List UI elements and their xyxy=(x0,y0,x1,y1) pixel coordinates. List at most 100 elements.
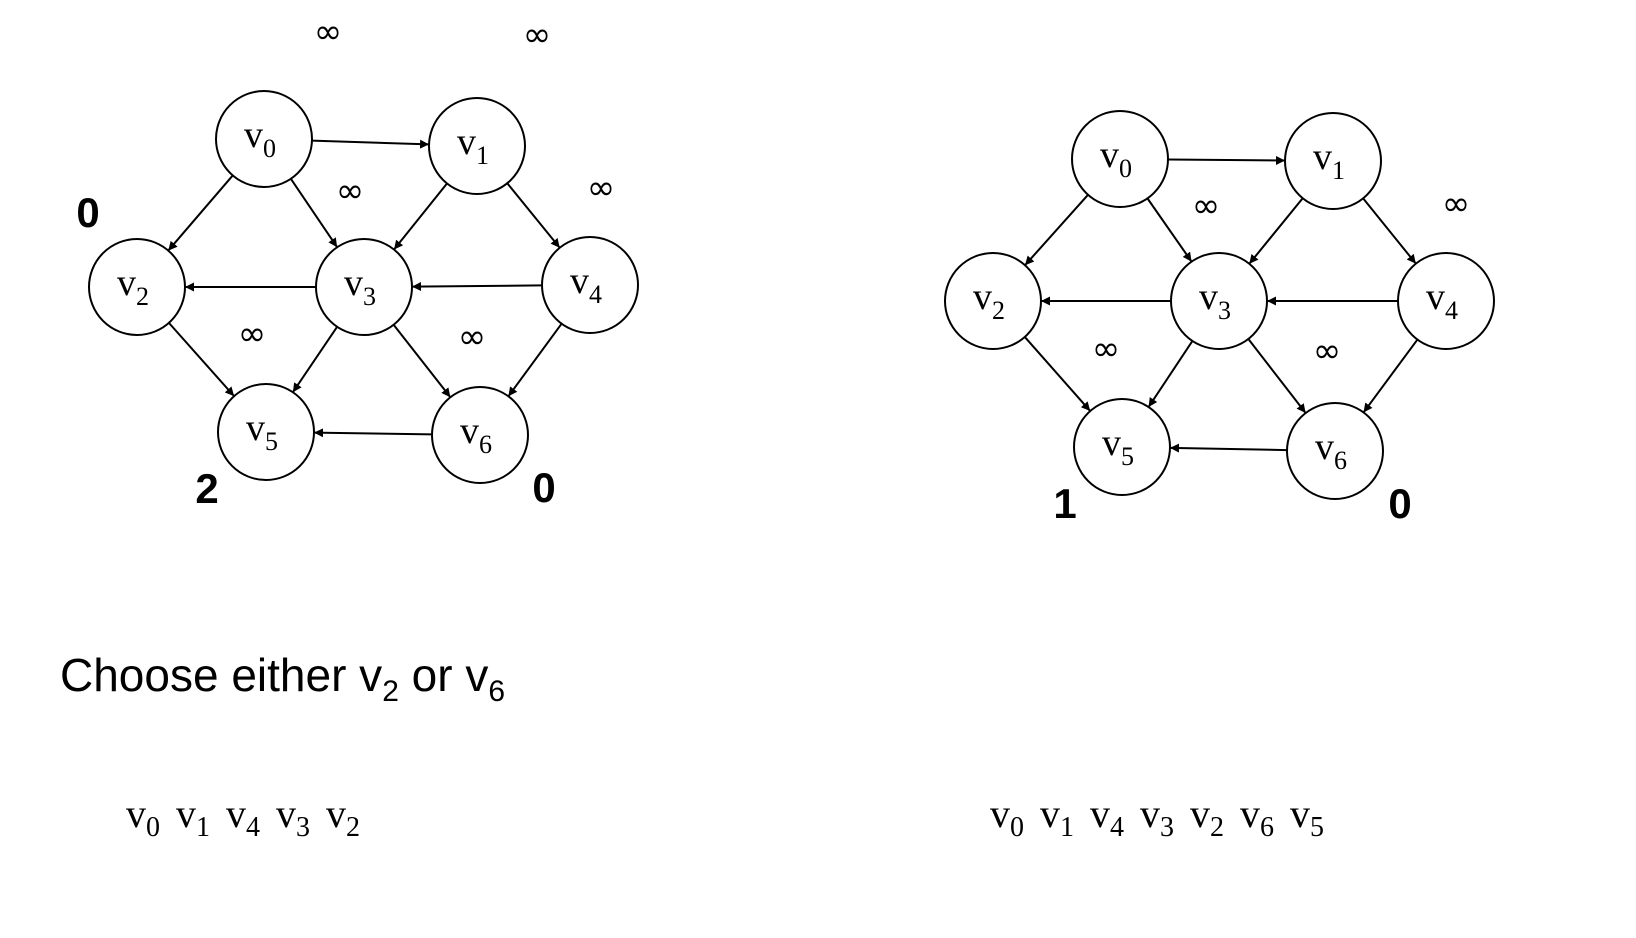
edge-v1-v4 xyxy=(506,182,561,249)
node-circle xyxy=(1286,402,1384,500)
node-circle xyxy=(1170,252,1268,350)
count-label: 1 xyxy=(1053,480,1076,527)
edge-v0-v1 xyxy=(1167,155,1286,165)
node-circle xyxy=(541,236,639,334)
sequence-item: v4 xyxy=(226,791,260,843)
node-v4: v4 xyxy=(541,236,639,334)
sequence-item: v0 xyxy=(990,791,1024,843)
sequence-item: v3 xyxy=(276,791,310,843)
node-label: v5 xyxy=(246,407,278,456)
node-v6: v6 xyxy=(431,386,529,484)
node-v4: v4 xyxy=(1397,252,1495,350)
node-circle xyxy=(215,90,313,188)
sequence-item: v0 xyxy=(126,791,160,843)
sequence-right: v0 v1 v4 v3 v2 v6 v5 xyxy=(990,790,1340,844)
node-label: v3 xyxy=(344,262,376,311)
edge-v6-v5 xyxy=(313,428,433,438)
node-v5: v5 xyxy=(1073,398,1171,496)
edge-v3-v5 xyxy=(292,326,338,393)
node-circle xyxy=(88,238,186,336)
instruction-caption: Choose either v2 or v6 xyxy=(60,648,505,709)
infinity-label: ∞ xyxy=(587,168,615,208)
node-circle xyxy=(1073,398,1171,496)
infinity-label: ∞ xyxy=(1313,331,1341,371)
caption-subscript-1: 2 xyxy=(382,675,399,709)
edge-v0-v2 xyxy=(1024,194,1089,266)
graph-left: v0 v1 v2 v3 v4 v5 v6 ∞ ∞ ∞ ∞ ∞ ∞ 0 2 0 xyxy=(76,12,639,512)
graph-right: v0 v1 v2 v3 v4 v5 v6 ∞ ∞ ∞ ∞ 1 0 xyxy=(944,110,1495,527)
infinity-label: ∞ xyxy=(238,314,266,354)
node-circle xyxy=(428,97,526,195)
edge-v4-v6 xyxy=(1362,338,1419,414)
node-circle xyxy=(217,383,315,481)
node-v3: v3 xyxy=(1170,252,1268,350)
node-label: v4 xyxy=(570,260,602,309)
node-circle xyxy=(944,252,1042,350)
edge-v3-v5 xyxy=(1147,340,1194,408)
edge-v3-v6 xyxy=(1247,338,1307,414)
infinity-label: ∞ xyxy=(458,317,486,357)
count-label: 2 xyxy=(195,465,218,512)
infinity-label: ∞ xyxy=(314,12,342,52)
node-label: v3 xyxy=(1199,276,1231,325)
node-v2: v2 xyxy=(944,252,1042,350)
edge-v1-v3 xyxy=(393,182,448,251)
node-label: v5 xyxy=(1102,422,1134,471)
infinity-label: ∞ xyxy=(1192,186,1220,226)
node-circle xyxy=(1071,110,1169,208)
node-v5: v5 xyxy=(217,383,315,481)
infinity-label: ∞ xyxy=(1092,329,1120,369)
infinity-label: ∞ xyxy=(1442,184,1470,224)
node-v1: v1 xyxy=(428,97,526,195)
count-label: 0 xyxy=(532,464,555,511)
infinity-label: ∞ xyxy=(523,15,551,55)
edge-v1-v4 xyxy=(1362,197,1417,265)
node-label: v4 xyxy=(1426,276,1458,325)
edge-v0-v1 xyxy=(311,139,430,149)
caption-text: Choose either v xyxy=(60,649,383,701)
edge-v2-v5 xyxy=(168,322,235,397)
edge-v4-v6 xyxy=(507,323,563,397)
node-circle xyxy=(1397,252,1495,350)
edge-v0-v2 xyxy=(167,174,234,252)
sequence-item: v5 xyxy=(1290,791,1324,843)
count-label: 0 xyxy=(1388,480,1411,527)
node-label: v1 xyxy=(457,121,489,170)
count-label: 0 xyxy=(76,189,99,236)
sequence-item: v1 xyxy=(1040,791,1074,843)
edge-v1-v3 xyxy=(1248,197,1304,265)
node-v3: v3 xyxy=(315,238,413,336)
node-circle xyxy=(1284,112,1382,210)
node-label: v2 xyxy=(973,276,1005,325)
sequence-item: v2 xyxy=(1190,791,1224,843)
node-v0: v0 xyxy=(1071,110,1169,208)
sequence-item: v3 xyxy=(1140,791,1174,843)
node-v6: v6 xyxy=(1286,402,1384,500)
node-circle xyxy=(315,238,413,336)
edge-v0-v3 xyxy=(290,178,338,248)
caption-subscript-2: 6 xyxy=(488,675,506,709)
node-label: v0 xyxy=(244,114,276,163)
edge-v2-v5 xyxy=(1024,336,1091,412)
edge-v6-v5 xyxy=(1169,443,1288,453)
node-v0: v0 xyxy=(215,90,313,188)
node-v1: v1 xyxy=(1284,112,1382,210)
edge-v4-v3 xyxy=(411,281,543,291)
node-v2: v2 xyxy=(88,238,186,336)
node-label: v2 xyxy=(117,262,149,311)
sequence-item: v2 xyxy=(326,791,360,843)
node-label: v1 xyxy=(1313,136,1345,185)
node-label: v0 xyxy=(1100,134,1132,183)
node-label: v6 xyxy=(1315,426,1347,475)
edge-v3-v6 xyxy=(392,324,452,398)
sequence-item: v4 xyxy=(1090,791,1124,843)
infinity-label: ∞ xyxy=(336,171,364,211)
edge-v0-v3 xyxy=(1146,197,1193,263)
caption-mid: or v xyxy=(398,649,489,701)
node-label: v6 xyxy=(460,410,492,459)
sequence-left: v0 v1 v4 v3 v2 xyxy=(126,790,376,844)
node-circle xyxy=(431,386,529,484)
sequence-item: v6 xyxy=(1240,791,1274,843)
sequence-item: v1 xyxy=(176,791,210,843)
